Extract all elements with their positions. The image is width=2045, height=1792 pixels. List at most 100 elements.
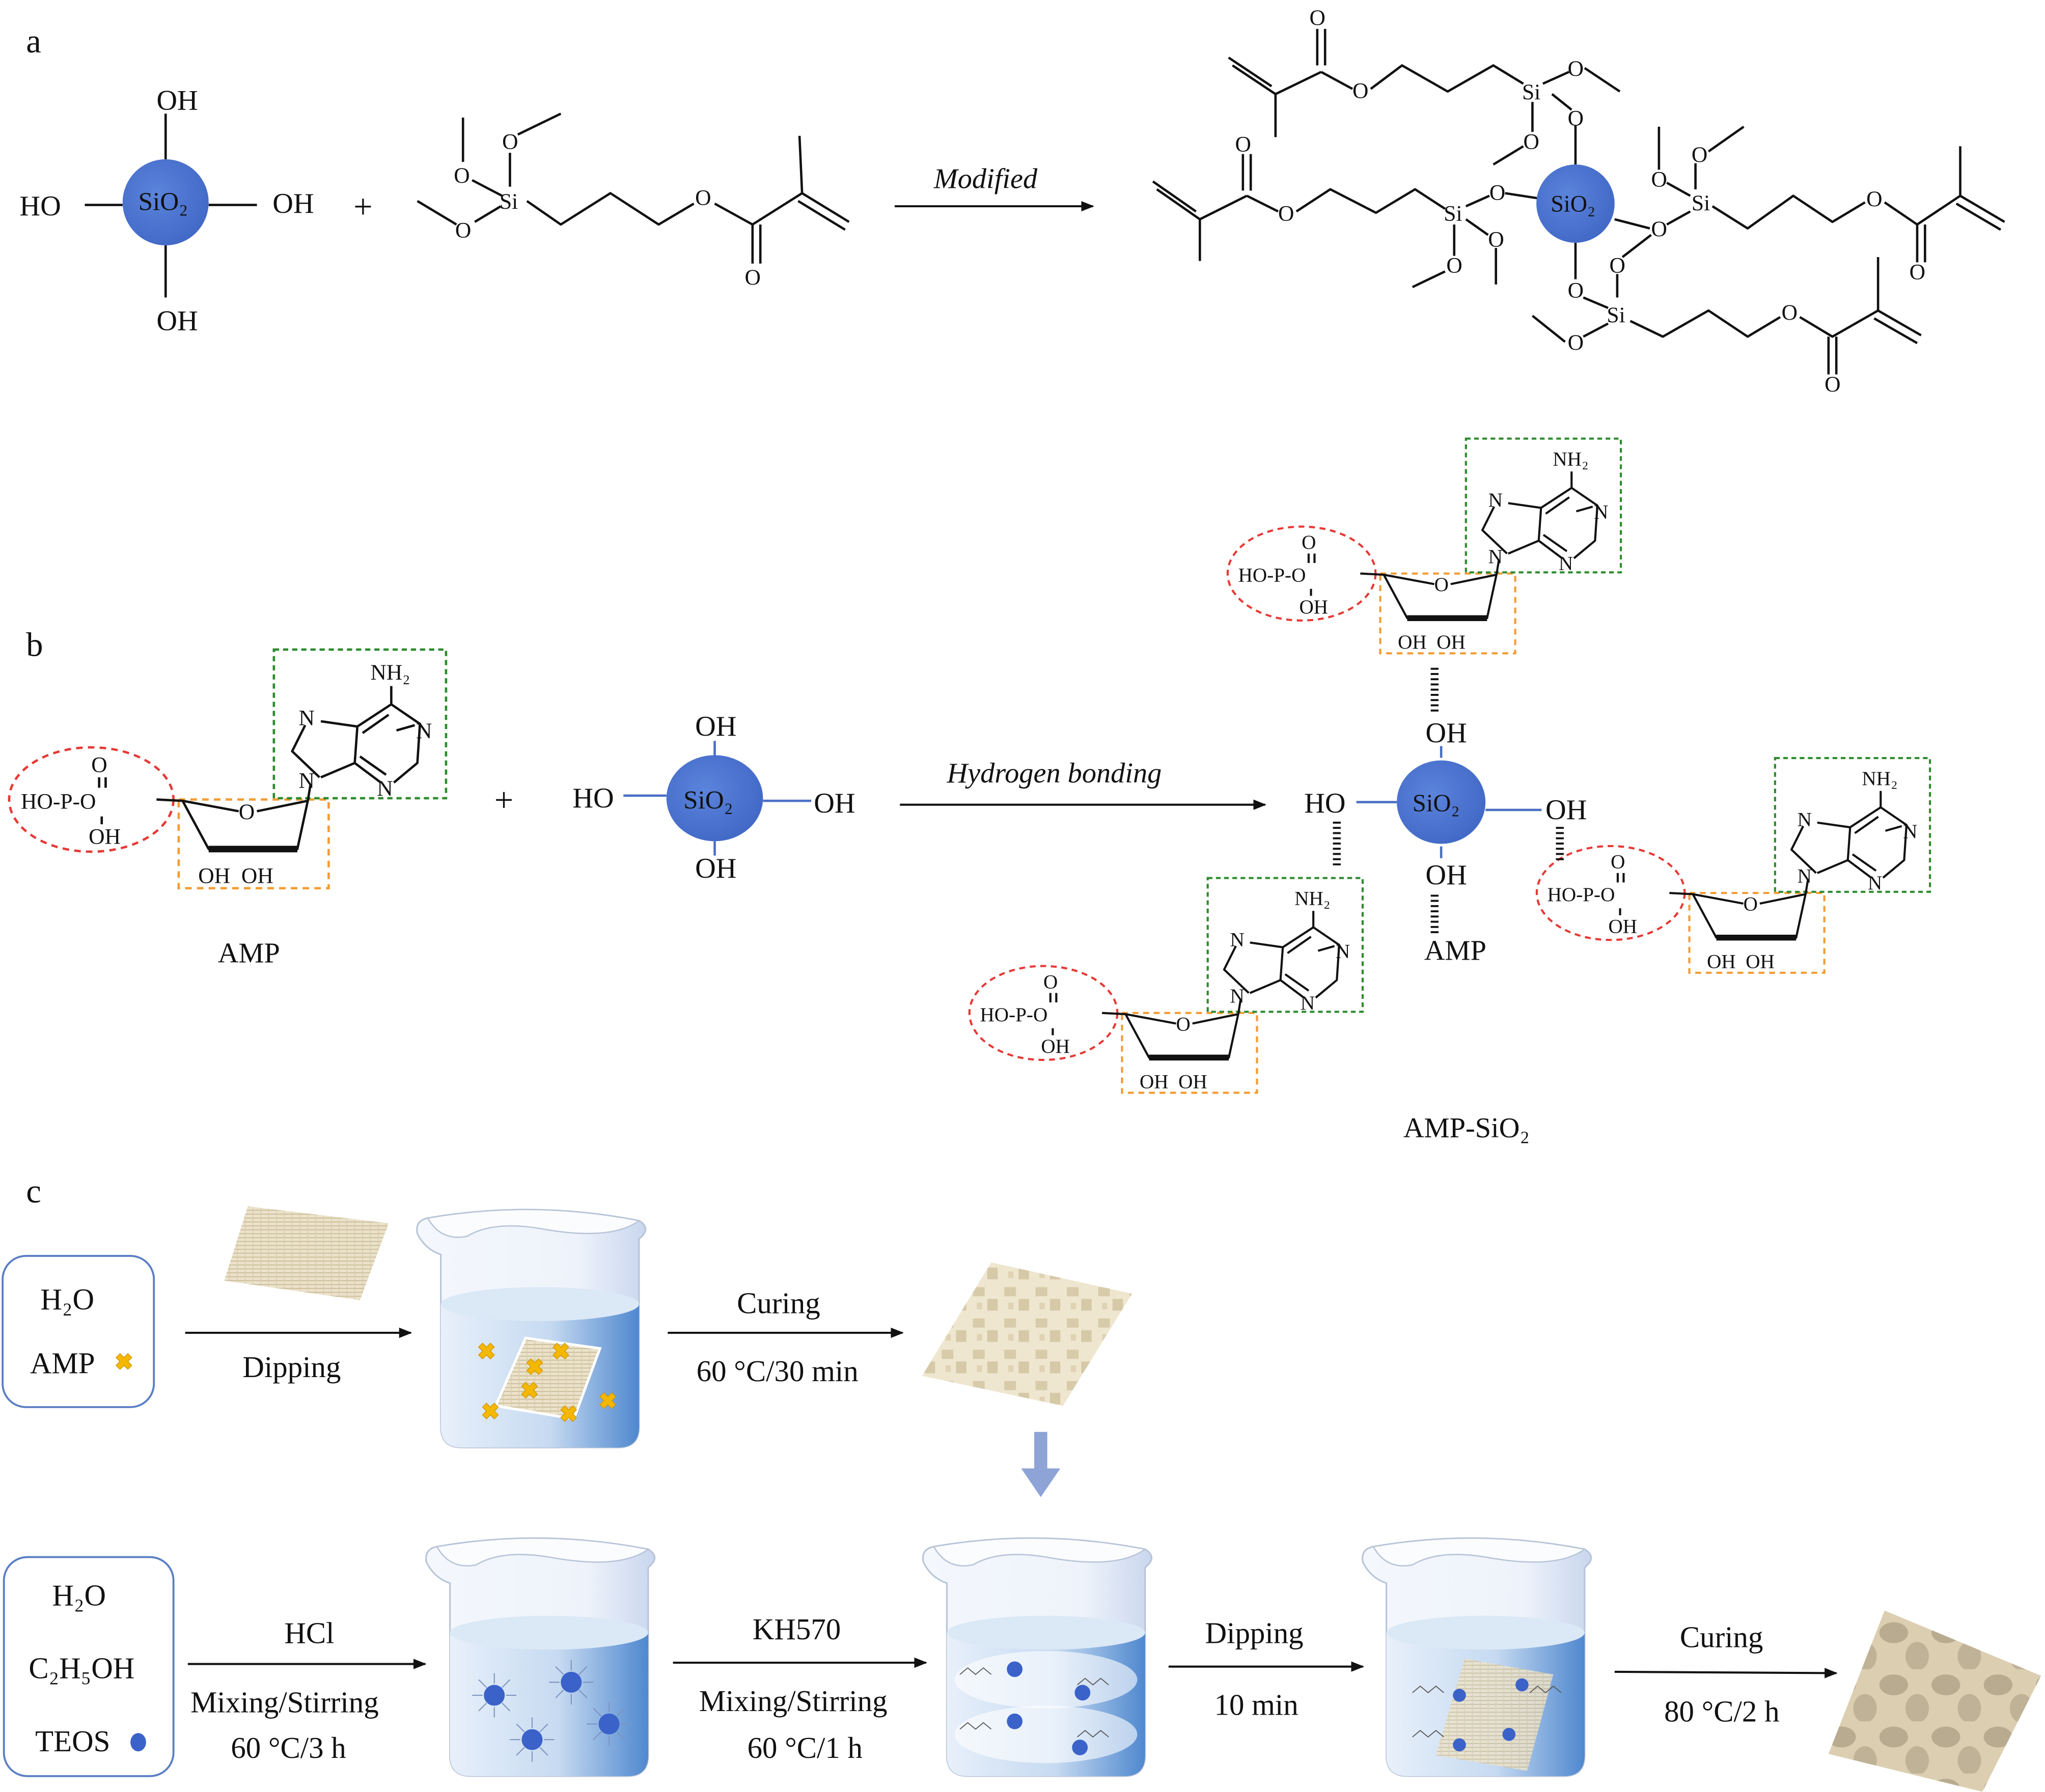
amp-molecule-top [1228, 439, 1621, 654]
oh-label: OH [1425, 859, 1467, 891]
oh-label: OH [1425, 717, 1467, 749]
arrow-label: Modified [933, 163, 1038, 194]
atom-label: O [1568, 330, 1584, 355]
atom-label: N [299, 706, 315, 730]
modified-silica: SiO₂ O O Si O O O O O Si O O O Si O O O … [1152, 6, 2005, 397]
atom-label: O [1825, 372, 1840, 397]
amp-label: AMP [1424, 935, 1486, 967]
panel-b: b O HO-P-O OH O OH OH NH₂ N N N N AMP + … [8, 439, 1930, 1144]
step-label: HCl [284, 1617, 334, 1650]
atom-label: O [1488, 228, 1504, 252]
oh-label: OH [272, 188, 314, 219]
beaker-dipping-fabric [1362, 1537, 1592, 1777]
amp-molecule: O HO-P-O OH O OH OH NH₂ N N N N [8, 648, 448, 889]
silica-sphere [1397, 760, 1486, 844]
process-arrow [1614, 1668, 1838, 1678]
atom-label: O [1692, 143, 1707, 167]
reagent-label: H₂O [52, 1579, 106, 1612]
amp-sio2-product: SiO₂ OH OH HO OH AMP AMP-SiO₂ [970, 439, 1930, 1144]
atom-label: O [1568, 278, 1584, 302]
ho-label: HO [19, 190, 61, 222]
sio2-label: SiO₂ [1551, 190, 1595, 216]
atom-label: Si [1692, 191, 1710, 215]
atom-label: O [502, 129, 518, 154]
fabric-final-coated [1828, 1610, 2041, 1792]
atom-label: O [455, 218, 471, 243]
sio2-label: SiO₂ [683, 786, 733, 815]
atom-label: O [239, 800, 255, 824]
modified-arrow: Modified [895, 163, 1094, 212]
plus-sign: + [494, 782, 514, 819]
fabric-amp-treated [922, 1262, 1132, 1406]
atom-label: O [1651, 167, 1667, 192]
oh-label: OH [814, 788, 855, 819]
panel-a: a SiO₂ OH OH HO OH + O O O Si O O Modifi… [19, 6, 2005, 397]
panel-label-a: a [26, 23, 41, 60]
panel-label-c: c [26, 1173, 41, 1210]
beaker-silica-sol [425, 1537, 656, 1777]
step-label: 80 °C/2 h [1664, 1695, 1779, 1728]
beaker-modified-silica [922, 1537, 1153, 1777]
step-label: Curing [737, 1287, 820, 1320]
atom-label: O [1309, 6, 1325, 30]
reagent-label: AMP [30, 1347, 95, 1380]
atom-label: O [1352, 79, 1368, 103]
step-label: 60 °C/3 h [231, 1731, 346, 1765]
atom-label: O [1651, 217, 1667, 241]
ho-label: HO [572, 782, 614, 814]
hydrogen-bonding-arrow: Hydrogen bonding [900, 758, 1266, 810]
amp-molecule-right [1537, 758, 1930, 973]
step-label: Curing [1680, 1620, 1763, 1654]
fabric-raw [224, 1206, 389, 1300]
atom-label: O [91, 753, 107, 777]
hydroxyl-silica: SiO₂ OH OH HO OH [572, 711, 855, 884]
amp-molecule-bottom [970, 878, 1363, 1093]
phosphate-label: HO-P-O [21, 789, 96, 814]
ribose-outline [177, 798, 330, 889]
step-label: KH570 [753, 1613, 841, 1646]
panel-c: c H₂O AMP Dipping Curing 60 °C/30 min [2, 1173, 2041, 1792]
atom-label: O [1446, 254, 1462, 278]
atom-label: O [1910, 260, 1925, 285]
panel-label-b: b [26, 627, 43, 664]
atom-label: Si [1444, 201, 1462, 226]
atom-label: O [1866, 187, 1882, 211]
step-label: Mixing/Stirring [190, 1686, 379, 1719]
reagent-box-teos: H₂O C₂H₅OH TEOS [3, 1556, 175, 1777]
step-label: Dipping [242, 1351, 341, 1384]
arrow-label: Hydrogen bonding [946, 758, 1162, 789]
oh-label: OH [1545, 794, 1587, 826]
atom-label: N [299, 768, 315, 793]
nh2-label: NH₂ [370, 660, 410, 685]
hydrogen-bond [1333, 667, 1564, 934]
kh570-silane: O O O Si O O [417, 113, 850, 290]
atom-label: O [1568, 57, 1584, 81]
reagent-label: C₂H₅OH [29, 1652, 134, 1685]
atom-label: O [1782, 300, 1798, 325]
step-label: Mixing/Stirring [699, 1685, 888, 1718]
oh-label: OH [695, 711, 736, 742]
atom-label: O [1235, 132, 1251, 157]
atom-label: O [454, 163, 469, 188]
beaker-amp [416, 1209, 647, 1448]
ribose-oh-label: OH OH [198, 863, 273, 888]
down-arrow-icon [1021, 1432, 1061, 1497]
atom-label: OH [89, 825, 121, 849]
atom-label: Si [1607, 303, 1625, 327]
step-label: Dipping [1205, 1617, 1304, 1650]
reagent-label: H₂O [40, 1283, 94, 1316]
atom-label: O [695, 186, 711, 210]
silica-sphere [122, 159, 209, 245]
step-label: 60 °C/1 h [748, 1731, 863, 1765]
teos-marker-icon [130, 1733, 146, 1752]
plus-sign: + [353, 188, 373, 226]
reagent-label: TEOS [35, 1725, 110, 1758]
atom-label: Si [500, 189, 518, 214]
atom-label: Si [1522, 80, 1540, 104]
atom-label: O [1610, 254, 1625, 278]
reagent-box-amp: H₂O AMP [2, 1254, 155, 1408]
amp-label: AMP [218, 938, 280, 969]
atom-label: O [1278, 201, 1294, 226]
atom-label: N [377, 776, 393, 801]
